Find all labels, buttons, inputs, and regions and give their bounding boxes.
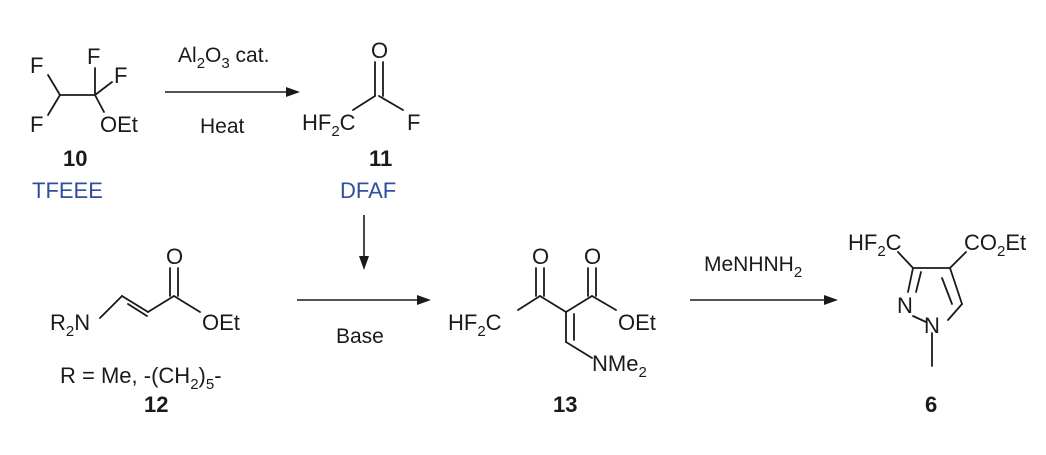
reaction-arrow-step1: Al2O3 cat. Heat	[165, 44, 300, 138]
bond	[378, 95, 404, 111]
bond	[173, 295, 201, 313]
atom-label: OEt	[618, 310, 656, 335]
bond	[517, 295, 541, 311]
atom-label: O	[371, 38, 388, 63]
atom-label: O	[166, 244, 183, 269]
atom-label: F	[87, 44, 100, 69]
compound-number: 10	[63, 146, 87, 171]
atom-label: F	[407, 110, 420, 135]
bond	[47, 74, 61, 96]
bond	[565, 341, 593, 359]
atom-label: CO2Et	[964, 230, 1026, 260]
bond	[147, 295, 175, 313]
bond	[949, 251, 967, 269]
reaction-arrow-step2: Base	[297, 295, 431, 348]
bond	[907, 267, 914, 293]
compound-6: HF2C CO2Et N N 6	[848, 230, 1026, 417]
reagent-label: Al2O3 cat.	[178, 44, 269, 72]
compound-number: 11	[369, 146, 392, 171]
bond	[949, 267, 963, 305]
compound-abbreviation: DFAF	[340, 178, 396, 203]
atom-label: N	[924, 313, 940, 338]
reagent-label: MeNHNH2	[704, 253, 802, 281]
atom-label: O	[532, 244, 549, 269]
bond	[591, 295, 617, 311]
arrow-head	[417, 295, 431, 305]
compound-11: HF2C O F 11 DFAF	[302, 38, 420, 203]
atom-label: F	[30, 112, 43, 137]
atom-label: F	[114, 63, 127, 88]
substituent-definition: R = Me, -(CH2)5-	[60, 363, 222, 393]
bond	[99, 295, 123, 319]
bond	[47, 94, 61, 116]
bond	[897, 251, 914, 269]
bond	[121, 295, 149, 313]
atom-label: NMe2	[592, 351, 647, 381]
bond	[352, 95, 376, 111]
atom-label: OEt	[202, 310, 240, 335]
arrow-head	[824, 295, 838, 305]
compound-10: F F F F OEt 10 TFEEE	[30, 44, 138, 203]
bond	[127, 303, 148, 317]
atom-label: HF2C	[302, 110, 356, 140]
compound-number: 13	[553, 392, 577, 417]
reaction-arrow-down	[359, 215, 369, 270]
bond	[94, 81, 113, 96]
atom-label: N	[897, 293, 913, 318]
reaction-arrow-step3: MeNHNH2	[690, 253, 838, 305]
bond	[565, 295, 593, 313]
atom-label: F	[30, 53, 43, 78]
compound-abbreviation: TFEEE	[32, 178, 103, 203]
bond	[941, 277, 953, 305]
atom-label: R2N	[50, 310, 90, 340]
bond	[539, 295, 567, 313]
atom-label: O	[584, 244, 601, 269]
compound-13: HF2C O O OEt NMe2 13	[448, 244, 656, 417]
compound-number: 6	[925, 392, 937, 417]
arrow-head	[286, 87, 300, 97]
condition-label: Base	[336, 325, 384, 348]
bond	[912, 315, 927, 323]
compound-12: R2N O OEt R = Me, -(CH2)5- 12	[50, 244, 240, 417]
bond	[915, 271, 922, 293]
arrow-head	[359, 256, 369, 270]
atom-label: HF2C	[848, 230, 902, 260]
atom-label: OEt	[100, 112, 138, 137]
condition-label: Heat	[200, 115, 245, 138]
bond	[94, 94, 105, 113]
atom-label: HF2C	[448, 310, 502, 340]
bond	[947, 303, 963, 321]
compound-number: 12	[144, 392, 168, 417]
